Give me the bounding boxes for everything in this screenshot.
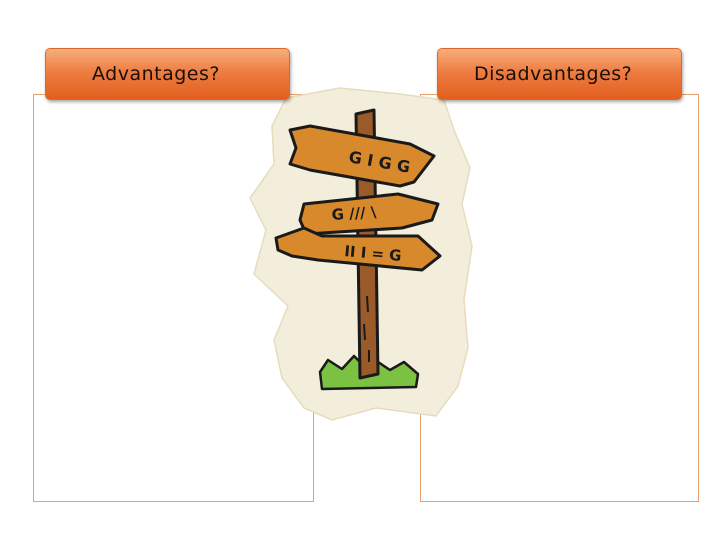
sign-middle (298, 192, 440, 236)
disadvantages-heading-label: Disadvantages? (474, 63, 633, 85)
disadvantages-heading: Disadvantages? (437, 48, 682, 100)
sign-bottom-text: II I = G (344, 242, 403, 265)
sign-top (288, 124, 436, 188)
sign-middle-text: G /// \ (331, 203, 377, 224)
signpost-icon: G I G G G /// \ II I = G (249, 87, 473, 421)
advantages-box (33, 94, 314, 502)
advantages-heading: Advantages? (45, 48, 290, 100)
sign-bottom (274, 226, 442, 272)
advantages-heading-label: Advantages? (92, 63, 220, 85)
